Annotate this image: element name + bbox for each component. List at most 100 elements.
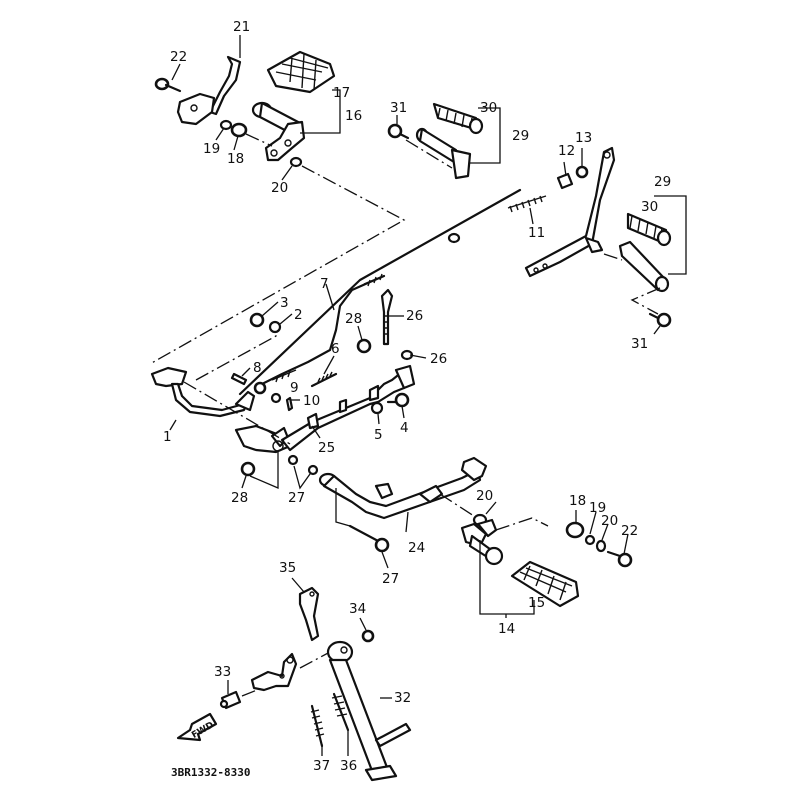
callout-29: 29 [512,128,529,144]
callout-37: 37 [313,758,330,774]
leader-20-right [601,523,609,541]
reference-code: 3BR1332-8330 [171,766,250,779]
callout-28-low: 28 [231,490,248,506]
bolt-22-top [154,77,182,93]
callout-26-low: 27 [288,490,305,506]
washer-5 [370,401,384,415]
pin-10 [285,396,294,412]
callout-32: 32 [394,690,411,706]
callout-31-right: 31 [631,336,648,352]
leader-8 [241,367,251,377]
collar-19-mid [584,534,596,546]
axis-line-rear [149,165,406,365]
callout-35: 35 [279,560,296,576]
brake-arm [524,146,616,278]
leader-26 [409,354,427,359]
leader-12 [563,161,567,177]
callout-24: 25 [318,440,335,456]
callout-16: 16 [345,108,362,124]
axis-line [630,287,661,315]
leader-22 [171,63,181,81]
callout-23: 24 [408,540,425,556]
bushing-18-top [230,122,248,138]
callout-31: 31 [390,100,407,116]
leader-1 [169,419,177,431]
leader-18 [233,135,239,151]
callout-4: 4 [400,420,409,436]
leader-4 [401,405,405,419]
leader-27a [335,488,351,527]
leader-26b [293,465,311,490]
bushing-18-mid [565,521,585,539]
spring-36 [331,692,350,732]
leader-28 [357,325,363,341]
callout-22-right: 22 [621,523,638,539]
washer-2 [268,320,282,334]
footrest-29-top [415,127,472,180]
bolt-27 [348,524,390,553]
leader-19 [215,127,225,141]
callout-3: 3 [280,295,289,311]
side-stand-32 [326,640,412,782]
callout-19: 19 [203,141,220,157]
callout-11: 11 [528,225,545,241]
axis-line [183,381,291,445]
bolt-4 [386,392,410,408]
callout-17: 17 [333,85,350,101]
leader-7 [325,283,335,311]
callout-29-right: 29 [654,174,671,190]
axis-line [299,651,331,669]
leader-bracket-29r [654,195,687,275]
collar-19-top [219,119,233,131]
footrest-bar-23 [318,456,488,520]
forward-arrow-icon: FWD [176,712,218,742]
washer-9 [270,392,282,404]
callout-13: 13 [575,130,592,146]
footrest-14 [460,518,504,566]
adjuster-25 [380,288,394,346]
footrest-rubber-15 [510,560,580,608]
nut-28-top [356,338,372,354]
leader-31r [653,325,661,335]
callout-20-right: 20 [601,513,618,529]
nut-34 [361,629,375,643]
switch-33 [219,690,242,710]
washer-26-b [307,464,319,476]
callout-21: 21 [233,19,250,35]
brake-cable-7 [253,273,386,395]
bolt-31-top [387,123,410,140]
joint-12 [556,172,574,190]
callout-19-mid: 19 [589,500,606,516]
nut-28-low [240,461,256,477]
nut-3 [249,312,265,328]
washer-20-top [289,156,303,168]
leader-27 [381,551,389,569]
nut-13 [575,165,589,179]
callout-1: 1 [163,429,172,445]
callout-27: 27 [382,571,399,587]
axis-line [405,139,453,169]
axis-line [603,253,623,261]
callout-20-mid: 20 [476,488,493,504]
callout-22: 22 [170,49,187,65]
callout-28: 28 [345,311,362,327]
callout-12: 12 [558,143,575,159]
callout-6: 6 [331,341,340,357]
washer-20-right [595,539,607,553]
bolt-31-right [648,312,672,328]
callout-10: 10 [303,393,320,409]
axis-line [495,517,549,531]
leader-20-mid [485,501,497,515]
callout-34: 34 [349,601,366,617]
axis-line [195,329,279,381]
callout-9: 9 [290,380,299,396]
footrest-16 [251,101,306,162]
axis-line [245,133,273,147]
axis-line [439,493,475,517]
footrest-29-right [618,240,670,293]
stand-bracket-24 [234,364,416,454]
leader-bracket-14 [479,540,535,615]
stand-mount [250,652,298,692]
callout-18-mid: 18 [569,493,586,509]
